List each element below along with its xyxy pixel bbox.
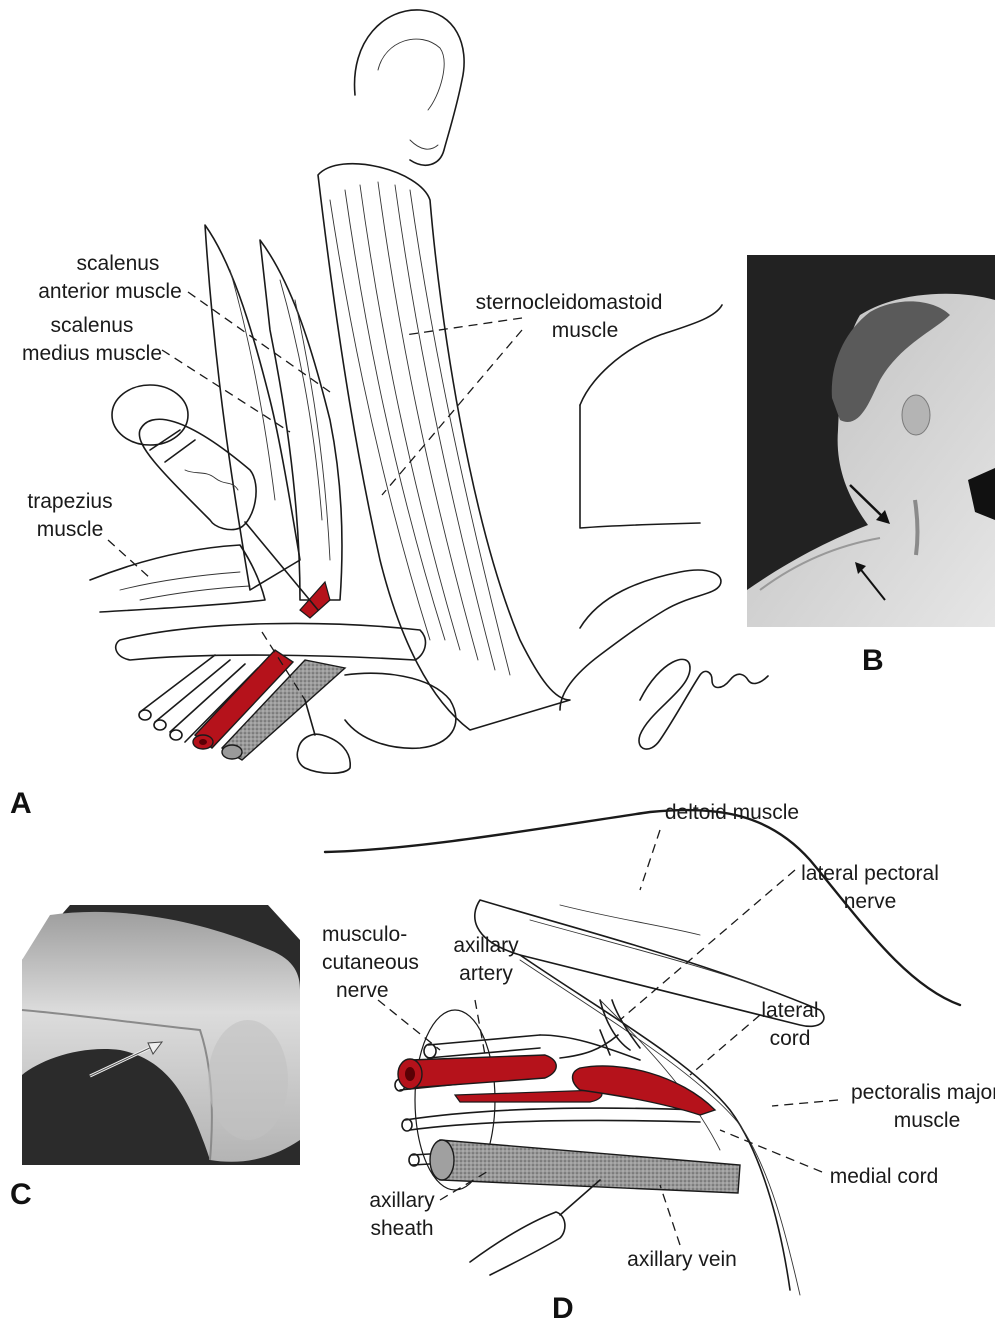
scm-fibers	[330, 182, 510, 675]
label-axillary-artery: artery	[459, 962, 513, 985]
label-musculocutaneous: cutaneous	[322, 951, 419, 974]
panel-a-illustration	[90, 10, 768, 773]
label-medial-cord: medial cord	[830, 1165, 939, 1188]
panel-d-labels: deltoid muscle lateral pectoral nerve mu…	[322, 801, 995, 1271]
axillary-vein	[430, 1140, 740, 1193]
label-pectoralis-major: muscle	[894, 1109, 961, 1132]
label-trapezius: trapezius	[27, 490, 112, 513]
panel-label-c: C	[10, 1178, 32, 1211]
label-lateral-pectoral: lateral pectoral	[801, 862, 939, 885]
label-musculocutaneous: nerve	[336, 979, 389, 1002]
label-axillary-vein: axillary vein	[627, 1248, 737, 1271]
needle-icon	[470, 1180, 600, 1275]
label-lateral-pectoral: nerve	[844, 890, 897, 913]
artist-signature	[639, 659, 768, 749]
label-axillary-artery: axillary	[453, 934, 519, 957]
label-deltoid: deltoid muscle	[665, 801, 799, 824]
sternocleidomastoid-muscle	[318, 164, 570, 730]
label-sternocleidomastoid: muscle	[552, 319, 619, 342]
panel-label-a: A	[10, 787, 32, 820]
ear	[355, 10, 465, 165]
label-pectoralis-major: pectoralis major	[851, 1081, 995, 1104]
axillary-artery	[398, 1055, 715, 1115]
label-scalenus-anterior: scalenus	[77, 252, 160, 275]
panel-label-b: B	[862, 644, 884, 677]
label-scalenus-anterior: anterior muscle	[38, 280, 182, 303]
panel-c-photo	[22, 905, 300, 1165]
panel-b-photo	[747, 255, 995, 627]
label-scalenus-medius: scalenus	[51, 314, 134, 337]
syringe-icon	[112, 385, 318, 610]
label-trapezius: muscle	[37, 518, 104, 541]
label-lateral-cord: cord	[770, 1027, 811, 1050]
label-lateral-cord: lateral	[761, 999, 818, 1022]
label-sternocleidomastoid: sternocleidomastoid	[476, 291, 663, 314]
label-axillary-sheath: axillary	[369, 1189, 435, 1212]
label-musculocutaneous: musculo-	[322, 923, 407, 946]
panel-label-d: D	[552, 1292, 574, 1325]
label-axillary-sheath: sheath	[370, 1217, 433, 1240]
label-scalenus-medius: medius muscle	[22, 342, 162, 365]
